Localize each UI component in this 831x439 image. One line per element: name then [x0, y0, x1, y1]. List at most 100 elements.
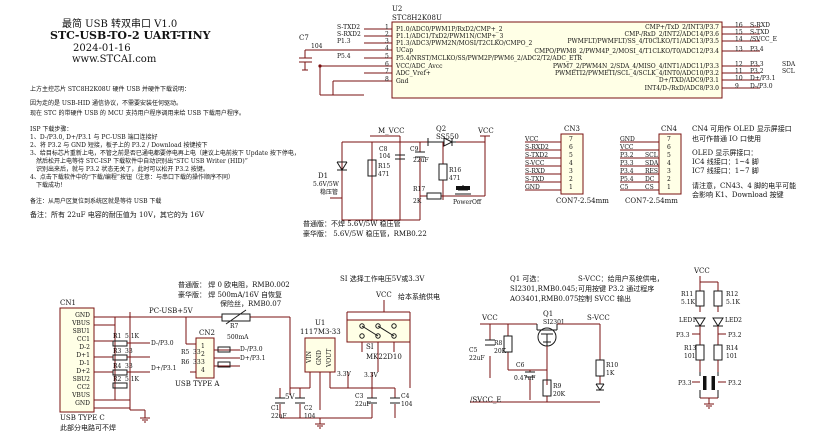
- cn1-net-dp: D+/P3.1: [151, 365, 176, 372]
- cn3-pin-number: 4: [569, 160, 573, 167]
- cn4-net-extra: SCL: [645, 152, 658, 159]
- u2-left-pin-group: P1.0/ADC0/PWM1P/RxD2/CMP+_21S-TXD2P1.1/A…: [337, 24, 582, 85]
- cn4-pin-number: 5: [667, 152, 671, 159]
- q1-ref: Q1: [543, 310, 553, 318]
- led1-label: LED1: [679, 317, 696, 324]
- c6-value: 0.47uF: [514, 375, 535, 382]
- q2-part: SS550: [436, 133, 459, 141]
- usb-type-a: CN2 4 3 2 1 USB TYPE A R5 33 R6 33 D-/P3…: [175, 317, 265, 388]
- cn4-net-label: C5: [620, 184, 629, 191]
- cn2-body: [195, 337, 215, 379]
- c8-ref: C8: [379, 146, 388, 153]
- cn3-caption: CON7-2.54mm: [556, 197, 609, 205]
- led-p32-bottom: P3.2: [728, 380, 742, 387]
- sw-33v: 3.3V: [364, 372, 379, 379]
- u2-right-pin-number: 9: [735, 83, 739, 90]
- note-isp-2: 2、将 P3.2 与 GND 短接，板子上的 P3.2 / Download 按…: [30, 141, 207, 149]
- u2-right-pin-name: D+/TXD/ADC9/P3.1: [659, 77, 719, 84]
- ldo-u1: U1 1117M3-33 VIN GND VOUT 3.3V 5V C1 22u…: [271, 319, 413, 429]
- q1-part: SI2301: [543, 319, 565, 326]
- r10-ref: R10: [606, 362, 618, 369]
- c5-ref: C5: [469, 347, 478, 354]
- r9-ref: R9: [553, 383, 562, 390]
- cn1-pin-name: D+1: [76, 352, 90, 359]
- svcc-note-3: 控制 SVCC 输出: [578, 294, 631, 303]
- u2-right-pin-number: 16: [735, 22, 743, 29]
- u2-left-pin-number: 2: [385, 31, 389, 38]
- power-control: M_VCC VCC Q2 SS550 D1 5.6V/5W 稳压管 R15 47…: [303, 125, 494, 238]
- u2-right-pin-name: CMPO/PWM8_2/PWM4P_2/MOSI_4/T1CLKO/T0/ADC…: [534, 48, 719, 55]
- led-section: VCC R11 5.1K R12 5.1K LED1 LED2 P3.3 P3.…: [676, 267, 742, 409]
- cn1-note: 此部分电路可不焊: [60, 423, 116, 432]
- cn4-pin-number: 1: [667, 184, 671, 191]
- d1-value: 5.6V/5W: [313, 181, 340, 188]
- date-text: 2024-01-16: [73, 43, 131, 54]
- c4-ref: C4: [401, 393, 410, 400]
- c3-ref: C3: [355, 393, 364, 400]
- r8-ref: R8: [494, 340, 503, 347]
- note-isp-3c: 识别出来后，就与 P3.2 状态无关了，此时可以松开 P3.2 按键。: [36, 165, 209, 173]
- cn3-pin-number: 2: [569, 176, 573, 183]
- r14-ref: R14: [726, 345, 738, 352]
- r1-value: 5.1K: [125, 333, 140, 340]
- c9-ref: C9: [410, 146, 419, 153]
- cn4-net-label: GND: [620, 136, 635, 143]
- power-note-1: 普通版：不焊 5.6V/5W 稳压管: [303, 219, 401, 228]
- cn4-pin-number: 2: [667, 176, 671, 183]
- u2-right-net-label: P3.3: [750, 61, 764, 68]
- cn1-type: USB TYPE C: [60, 414, 105, 422]
- q1-vcc: VCC: [481, 314, 498, 322]
- cn1-pin-name: GND: [75, 312, 90, 319]
- u2-part: STC8H2K08U: [392, 14, 442, 22]
- u2-right-pin-number: 12: [735, 61, 743, 68]
- r7-value: 500mA: [227, 334, 249, 341]
- u1-ref: U1: [315, 319, 325, 327]
- sw-part: MK22D10: [366, 353, 402, 361]
- u2-left-net-label: P5.4: [337, 53, 351, 60]
- led-p32-top: P3.2: [728, 332, 742, 339]
- sw-title: SI 选择工作电压5V或3.3V: [340, 274, 425, 283]
- r6-ref: R6: [181, 359, 190, 366]
- svcc-notes: S-VCC：给用户系统供电， 可用按键 P3.2 通过程序 控制 SVCC 输出: [578, 274, 664, 303]
- u2-body: [391, 21, 723, 99]
- sw-ref: SI: [366, 343, 374, 351]
- cn4-net-extra: CS: [645, 184, 654, 191]
- oled-note-5: IC7 线接口：1~7 脚: [692, 166, 759, 175]
- svg-text:3: 3: [201, 359, 205, 366]
- r9-value: 20K: [553, 391, 566, 398]
- cn3-pin-number: 1: [569, 184, 573, 191]
- q2-ref: Q2: [436, 125, 446, 133]
- cn4-pin-number: 4: [667, 160, 671, 167]
- r11-ref: R11: [681, 291, 693, 298]
- cn1-pin-name: GND: [75, 400, 90, 407]
- title-block: 最简 USB 转双串口 V1.0 STC-USB-TO-2 UART-TINY …: [50, 17, 211, 65]
- r17-ref: R17: [413, 186, 425, 193]
- cn1-pin-name: SBU2: [73, 376, 91, 383]
- oled-notes: CN4 可用作 OLED 显示屏接口 也可作普通 IO 口使用 OLED 显示屏…: [692, 124, 796, 199]
- r13-ref: R13: [684, 345, 696, 352]
- note-isp-1: 1、D-/P3.0, D+/P3.1 与 PC-USB 端口连接好: [30, 133, 158, 141]
- cn1-body: [59, 307, 95, 413]
- u2-left-pin-name: P1.3/ADC3/PWM2N/MOSI/T2CLKO/CMPO_2: [396, 40, 533, 47]
- cn3-net-label: S-VCC: [525, 160, 545, 167]
- u2-left-pin-name: Gnd: [396, 78, 409, 85]
- note-reserve: 备注：从用户区复位到系统区就是等待 USB 下载: [30, 197, 161, 205]
- note-isp-4b: 下载成功！: [36, 181, 66, 189]
- note-isp-3b: 然后松开上电等待 STC-ISP 下载软件中自动识别出“STC USB Writ…: [36, 157, 248, 165]
- c8-value: 104: [379, 153, 391, 160]
- r3-value: 33: [125, 348, 133, 355]
- u2-right-pin-name: PWM7_2/PWM4N_2/SDA_4/MISO_4/INT1/ADC11/P…: [553, 63, 719, 70]
- u2-left-pin-name: UCap: [396, 47, 413, 54]
- oled-note-1: CN4 可用作 OLED 显示屏接口: [692, 124, 792, 133]
- c4-value: 104: [401, 401, 413, 408]
- u2-left-pin-name: P1.0/ADC0/PWM1P/RxD2/CMP+_2: [396, 26, 503, 33]
- u2-right-net-label: /SVCC_E: [750, 36, 777, 43]
- fuse-note-1: 普通版： 焊 0 欧电阻，RMB0.002: [178, 280, 290, 289]
- cn1-pin-name: D-2: [79, 344, 90, 351]
- svg-text:4: 4: [201, 367, 205, 374]
- u2-right-pin-number: 14: [735, 36, 743, 43]
